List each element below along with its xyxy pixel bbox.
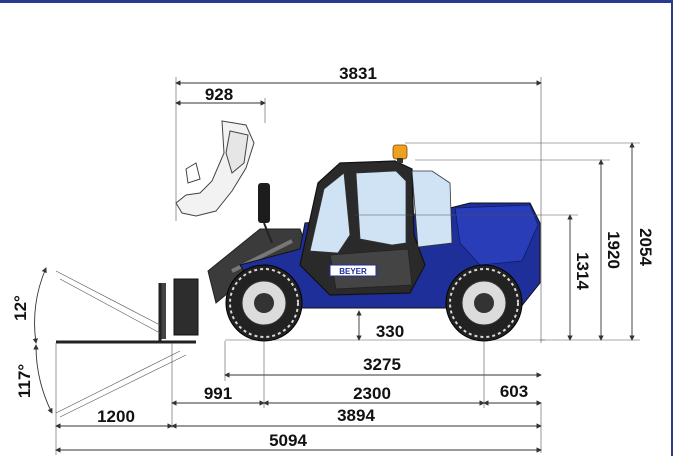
dim-overall-length: 5094 — [269, 431, 307, 450]
dim-rear-overhang: 603 — [500, 382, 528, 401]
dim-length-to-fork: 3894 — [337, 406, 375, 425]
dim-axle-span: 3275 — [363, 355, 401, 374]
telehandler-dimension-drawing: BEYER — [11, 64, 655, 455]
dim-height-body: 1314 — [573, 252, 592, 290]
rear-wheel — [445, 264, 523, 342]
dim-height-beacon: 2054 — [636, 228, 655, 266]
cab-window-rear — [411, 170, 453, 248]
dimension-labels: 3831 928 2054 1920 1314 330 3275 991 230… — [11, 64, 655, 450]
fork-carriage — [56, 278, 199, 344]
dim-ground-clearance: 330 — [376, 322, 404, 341]
telehandler-machine: BEYER — [56, 120, 545, 344]
brand-label: BEYER — [339, 267, 367, 276]
dim-height-cab: 1920 — [604, 231, 623, 269]
dim-overall-top: 3831 — [339, 64, 377, 83]
front-wheel — [225, 264, 303, 342]
warning-beacon — [392, 144, 408, 160]
engine-cover — [454, 204, 539, 266]
dim-boom-offset: 928 — [205, 85, 233, 104]
dim-front-overhang: 991 — [204, 384, 232, 403]
raised-attachment — [175, 120, 255, 217]
dim-wheelbase: 2300 — [353, 384, 391, 403]
dim-fork-length: 1200 — [97, 407, 135, 426]
dimension-lines — [32, 77, 640, 455]
dim-tilt-down-angle: 117° — [15, 364, 34, 398]
cab-window-front — [309, 172, 351, 254]
side-mirror — [258, 183, 270, 223]
dim-tilt-up-angle: 12° — [11, 295, 30, 321]
brand-label-plate — [329, 264, 377, 277]
cab-window-door — [355, 170, 407, 246]
